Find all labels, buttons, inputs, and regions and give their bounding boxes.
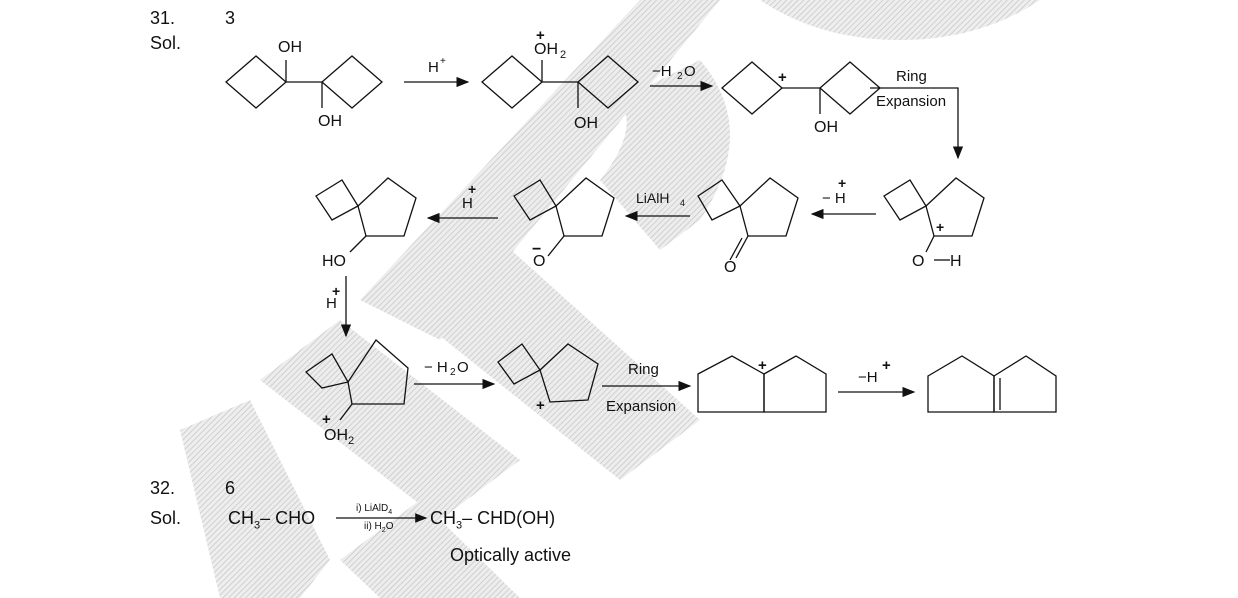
svg-text:Ring: Ring: [628, 361, 659, 378]
svg-text:4: 4: [680, 198, 685, 208]
optically-active-note: Optically active: [450, 545, 572, 565]
spiro-ketone: [697, 177, 799, 261]
answer-31: 3: [225, 8, 236, 28]
svg-text:HO: HO: [322, 253, 346, 270]
h-plus-reagent: H: [428, 59, 439, 76]
answer-32: 6: [225, 478, 236, 498]
svg-text:O: O: [684, 63, 696, 80]
mechanism-31: OH OH H + OH 2 + OH −H 2 O + OH Ring: [225, 27, 1057, 447]
spiro-oxonium: [304, 339, 409, 421]
svg-text:O: O: [724, 259, 736, 276]
sol-label-31: Sol.: [150, 33, 182, 53]
svg-text:2: 2: [450, 367, 456, 378]
svg-text:H: H: [950, 253, 962, 270]
svg-text:OH: OH: [814, 119, 838, 136]
oh-label: OH: [278, 39, 302, 56]
ring-label: Ring: [896, 68, 927, 85]
ring-expansion-arrow: [870, 87, 964, 160]
question-number-31: 31.: [150, 8, 176, 28]
svg-text:2: 2: [560, 49, 566, 61]
diol-structure: [225, 55, 383, 109]
svg-text:2: 2: [348, 435, 354, 447]
svg-text:+: +: [936, 219, 944, 235]
svg-text:O: O: [533, 253, 545, 270]
spiro-alkoxide: [513, 177, 615, 257]
protonated-diol: [481, 55, 639, 109]
svg-text:−H: −H: [652, 63, 672, 80]
svg-text:+: +: [758, 357, 767, 374]
bicyclic-carbocation: [697, 355, 827, 413]
reactant-formula: CH3– CHO: [228, 508, 316, 532]
svg-text:LiAlH: LiAlH: [636, 190, 669, 206]
oh-label: OH: [318, 113, 342, 130]
svg-text:−H: −H: [858, 369, 878, 386]
svg-text:H: H: [326, 295, 337, 312]
svg-text:− H: − H: [822, 190, 846, 207]
q32-reaction-arrow: [336, 513, 428, 523]
expansion-label: Expansion: [876, 93, 946, 110]
svg-text:+: +: [332, 283, 340, 299]
spiro-carbocation: [497, 343, 599, 403]
svg-text:OH: OH: [574, 115, 598, 132]
svg-text:+: +: [468, 181, 476, 197]
svg-text:OH: OH: [534, 41, 558, 58]
bicyclic-alkene-product: [927, 355, 1057, 413]
svg-text:+: +: [440, 56, 446, 67]
svg-text:2: 2: [677, 71, 683, 82]
svg-text:OH: OH: [324, 427, 348, 444]
svg-text:+: +: [536, 397, 545, 414]
svg-text:− H: − H: [424, 359, 448, 376]
question-number-32: 32.: [150, 478, 176, 498]
svg-text:−: −: [532, 241, 541, 258]
svg-text:Expansion: Expansion: [606, 398, 676, 415]
svg-text:+: +: [838, 175, 846, 191]
reagent-top: i) LiAlD4: [356, 503, 393, 516]
product-formula: CH3– CHD(OH): [430, 508, 556, 532]
svg-text:+: +: [882, 357, 891, 374]
svg-text:O: O: [912, 253, 924, 270]
svg-text:+: +: [778, 69, 787, 86]
sol-label-32: Sol.: [150, 508, 182, 528]
svg-text:O: O: [457, 359, 469, 376]
spiro-alcohol: [315, 177, 417, 253]
svg-text:H: H: [462, 195, 473, 212]
reagent-bottom: ii) H2O: [364, 521, 394, 534]
carbocation-1: [721, 61, 881, 115]
svg-text:+: +: [536, 27, 545, 44]
svg-text:+: +: [322, 411, 331, 428]
spiro-oxocarbenium: [883, 177, 985, 261]
